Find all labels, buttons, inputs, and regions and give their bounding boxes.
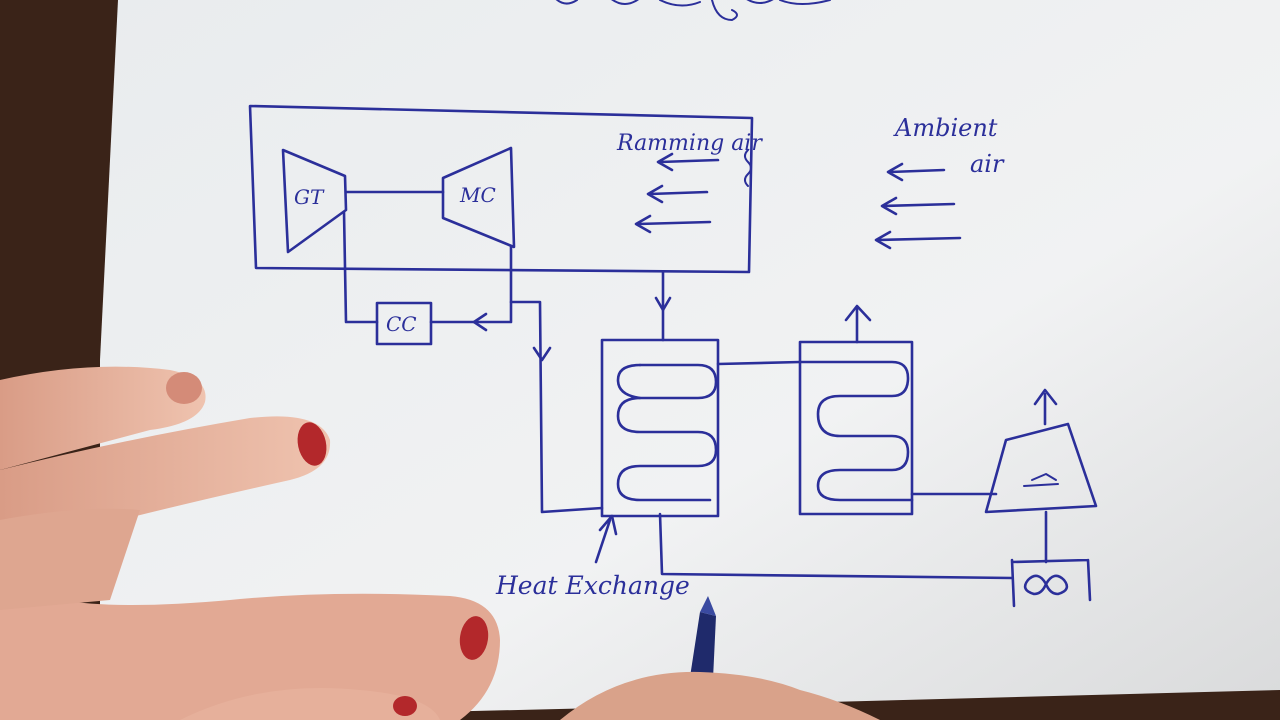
turbine-out-arrow	[1033, 388, 1058, 406]
fan-icon	[1023, 574, 1069, 596]
gas-turbine-shape	[281, 148, 348, 254]
pipe-return-to-fan	[658, 512, 1014, 580]
exhaust-arrow	[844, 304, 872, 322]
ram-arrow-3	[634, 214, 712, 234]
cc-label: CC	[386, 312, 417, 336]
heat-exchanger-label: Heat Exchange	[495, 571, 690, 600]
fingernail-3	[166, 372, 202, 404]
mc-label: MC	[459, 183, 496, 207]
main-compressor-shape	[441, 146, 516, 249]
ambient-arrow-2	[880, 196, 956, 216]
gt-label: GT	[294, 185, 325, 209]
combustion-chamber-shape	[375, 301, 433, 346]
pipe-between-exchangers	[716, 360, 802, 366]
arrow-bleed-down	[532, 346, 552, 362]
arrow-duct-down	[654, 296, 672, 312]
primary-coil-start	[616, 363, 642, 400]
ram-arrow-2	[646, 184, 709, 204]
pipe-gt-to-cc	[342, 210, 379, 324]
label-pointer-arrow	[594, 514, 618, 564]
paper-sheet	[100, 0, 1280, 720]
ambient-arrow-3	[874, 230, 962, 250]
left-hand	[0, 366, 500, 720]
pipe-mc-to-cc	[429, 245, 513, 324]
title-scribble	[555, 0, 831, 21]
air-label: air	[970, 150, 1005, 178]
ram-intake-squiggle	[744, 149, 752, 187]
ambient-label: Ambient	[893, 114, 998, 142]
cooling-turbine-shape	[984, 422, 1098, 514]
right-hand	[560, 671, 880, 720]
secondary-coil	[798, 360, 914, 502]
fan-box	[1010, 558, 1092, 608]
fingernail-4	[393, 696, 417, 716]
aircraft-boundary	[248, 104, 754, 274]
turbine-inner-mark	[1023, 473, 1059, 487]
ambient-arrow-1	[886, 162, 946, 182]
fingernail-2	[459, 616, 489, 660]
fingernail-1	[297, 422, 327, 466]
arrow-to-cc	[472, 312, 488, 332]
primary-coil	[616, 363, 718, 502]
pipe-bleed-air	[509, 300, 604, 514]
ramming-air-label: Ramming air	[616, 131, 763, 156]
ram-arrow-1	[656, 152, 720, 172]
